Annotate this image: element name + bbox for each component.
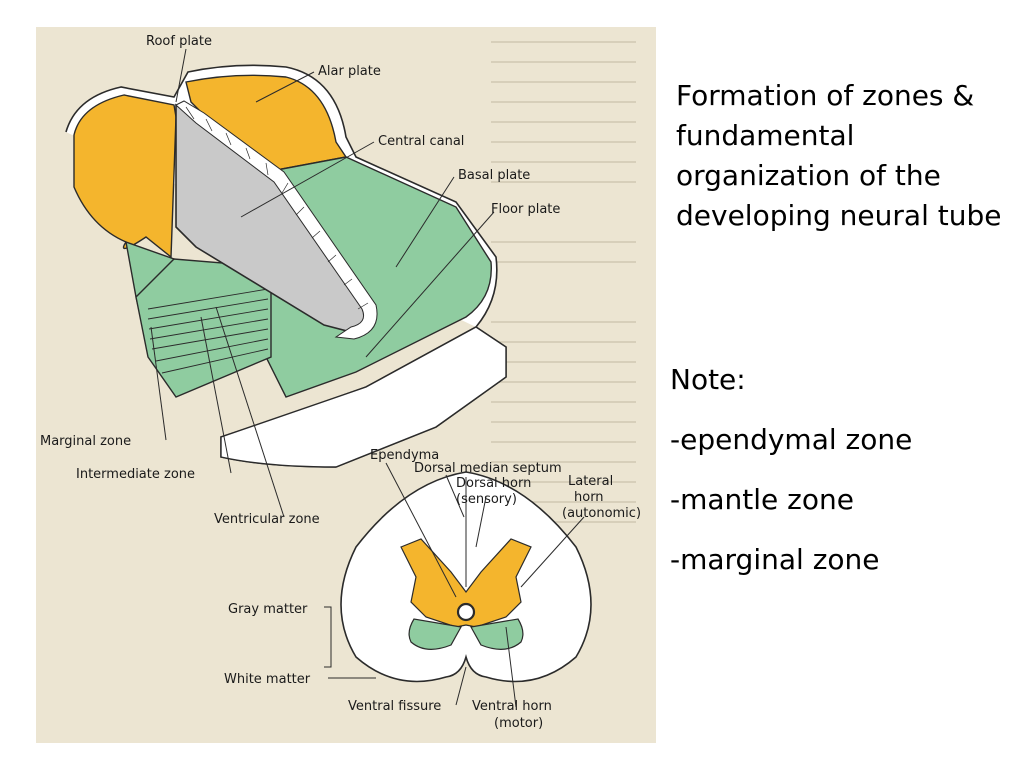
note-item-marginal: -marginal zone (670, 543, 880, 576)
ependymal-wall (175, 100, 378, 340)
label-intermediate-zone: Intermediate zone (76, 467, 195, 482)
alar-plate-right (185, 74, 348, 173)
label-gray-matter: Gray matter (228, 602, 308, 617)
label-ventricular-zone: Ventricular zone (214, 512, 320, 527)
label-ventral-fissure: Ventral fissure (348, 699, 441, 714)
slide-title: Formation of zones & fundamental organiz… (676, 79, 1002, 232)
ventral-horn-left (408, 618, 462, 650)
central-canal-section (456, 602, 476, 622)
label-ependyma: Ependyma (370, 448, 439, 463)
note-heading: Note: (670, 363, 746, 396)
label-floor-plate: Floor plate (491, 202, 560, 217)
label-ventral-horn: Ventral horn (472, 699, 552, 714)
neural-tube-figure: Roof plate Alar plate Central canal Basa… (36, 27, 656, 743)
neural-tube-block (65, 64, 507, 468)
leader-lines (150, 48, 585, 708)
label-ventral-horn-sub: (motor) (494, 716, 543, 731)
note-item-mantle: -mantle zone (670, 483, 854, 516)
label-lateral-horn-sub: (autonomic) (562, 506, 641, 521)
gray-matter-dorsal (400, 538, 532, 628)
label-central-canal: Central canal (378, 134, 464, 149)
spinal-cord-section (340, 471, 592, 683)
label-dorsal-median-septum: Dorsal median septum (414, 461, 562, 476)
basal-plate-right (260, 156, 492, 398)
label-lateral-horn: Lateral (568, 474, 613, 489)
background-text-lines (491, 41, 636, 523)
ventral-horn-right (470, 618, 524, 650)
label-white-matter: White matter (224, 672, 311, 687)
label-roof-plate: Roof plate (146, 34, 212, 49)
ependymal-hatching (185, 106, 369, 310)
label-dorsal-horn-sub: (sensory) (456, 492, 517, 507)
label-lateral-horn-2: horn (574, 490, 604, 505)
label-basal-plate: Basal plate (458, 168, 530, 183)
label-marginal-zone: Marginal zone (40, 434, 131, 449)
tube-floor-slab (220, 326, 507, 468)
notes-list: Note: -ependymal zone -mantle zone -marg… (670, 358, 1010, 598)
note-item-ependymal: -ependymal zone (670, 423, 913, 456)
zone-layer-lines (147, 288, 269, 374)
label-dorsal-horn: Dorsal horn (456, 476, 531, 491)
neural-tube-diagram: Roof plate Alar plate Central canal Basa… (36, 27, 656, 743)
label-alar-plate: Alar plate (318, 64, 381, 79)
